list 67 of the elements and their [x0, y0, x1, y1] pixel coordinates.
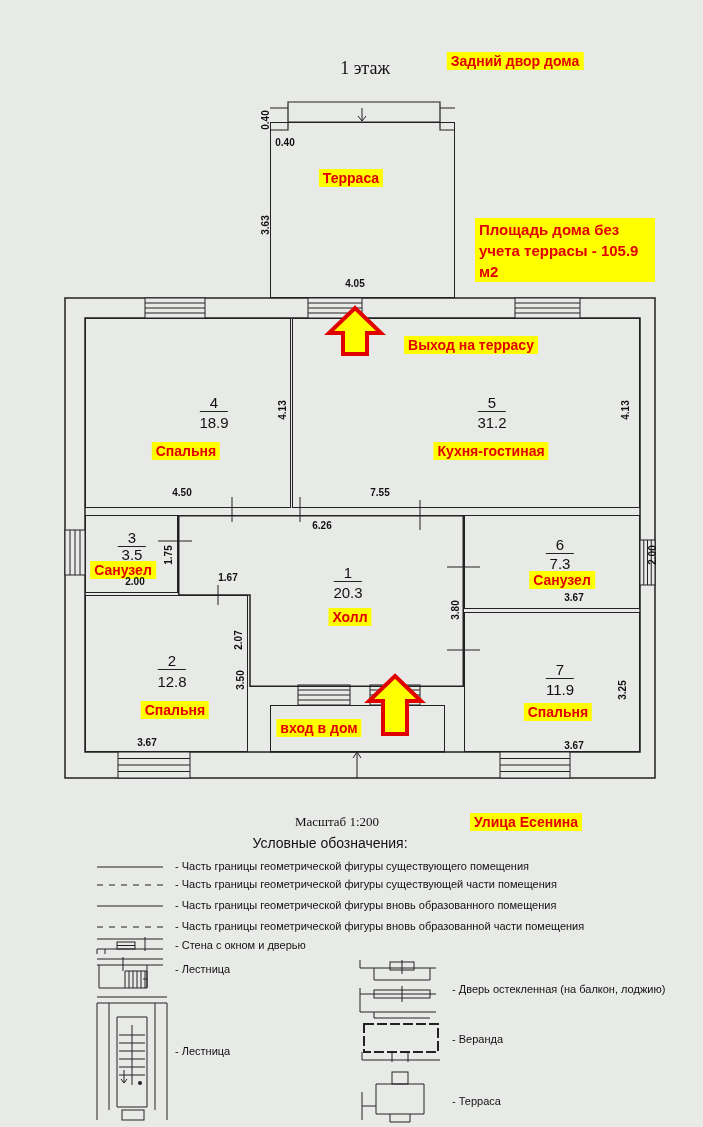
room-number: 6 [545, 536, 575, 554]
dimension-text: 0.40 [259, 110, 271, 130]
block-arrow [326, 304, 384, 358]
legend-text: - Терраса [452, 1095, 501, 1107]
dimension-text: 1.75 [162, 545, 174, 565]
dimension-text: 2.00 [646, 545, 658, 565]
dimension-text: 4.13 [619, 400, 631, 420]
dimension-text: 4.50 [172, 486, 192, 498]
room-name-label: Спальня [151, 442, 221, 460]
room [464, 515, 640, 609]
terrace-area [270, 122, 455, 298]
legend-text: - Часть границы геометрической фигуры вновь образованного помещения [175, 899, 557, 911]
dimension-text: 3.67 [137, 736, 157, 748]
block-arrow [366, 672, 424, 738]
room-name-label: вход в дом [276, 719, 362, 737]
room-name-label: Холл [328, 608, 372, 626]
dimension-text: 3.67 [564, 591, 584, 603]
callout-note: Улица Есенина [470, 813, 582, 831]
scale-text: Масштаб 1:200 [294, 814, 380, 830]
legend-text: - Часть границы геометрической фигуры существующей части помещения [175, 878, 557, 890]
dimension-text: 3.80 [449, 600, 461, 620]
dimension-text: 4.05 [345, 277, 365, 289]
dimension-text: 0.40 [275, 136, 295, 148]
dimension-text: 4.13 [276, 400, 288, 420]
room-name-label: Санузел [529, 571, 595, 589]
room-number: 4 [199, 394, 229, 412]
room-area: 3.5 [121, 545, 143, 563]
legend-heading: Условные обозначения: [252, 835, 408, 851]
dimension-text: 7.55 [370, 486, 390, 498]
legend-text: - Лестница [175, 963, 231, 975]
room-area: 7.3 [549, 554, 571, 572]
room [85, 595, 248, 752]
room-number: 5 [477, 394, 507, 412]
room [464, 612, 640, 752]
room-number: 3 [117, 529, 147, 547]
dimension-text: 1.67 [218, 571, 238, 583]
dimension-text: 2.07 [232, 630, 244, 650]
dimension-text: 3.50 [234, 670, 246, 690]
room-name-label: Спальня [140, 701, 210, 719]
room-name-label: Санузел [90, 561, 156, 579]
dimension-text: 3.63 [259, 215, 271, 235]
dimension-text: 3.67 [564, 739, 584, 751]
floor-title: 1 этаж [340, 57, 390, 79]
room-number: 1 [333, 564, 363, 582]
room-name-label: Терраса [318, 169, 384, 187]
legend-text: - Часть границы геометрической фигуры существующего помещения [175, 860, 529, 872]
room-area: 18.9 [199, 413, 229, 431]
legend-text: - Дверь остекленная (на балкон, лоджию) [452, 983, 666, 995]
legend-text: - Часть границы геометрической фигуры вновь образованной части помещения [175, 920, 585, 932]
legend-text: - Лестница [175, 1045, 231, 1057]
dimension-text: 3.25 [616, 680, 628, 700]
room-number: 2 [157, 652, 187, 670]
legend-text: - Веранда [452, 1033, 504, 1045]
room-area: 11.9 [545, 680, 575, 698]
room-area: 12.8 [157, 672, 187, 690]
room [85, 318, 291, 508]
dimension-text: 6.26 [312, 519, 332, 531]
room-name-label: Кухня-гостиная [433, 442, 549, 460]
legend-text: - Стена с окном и дверью [175, 939, 306, 951]
room-number: 7 [545, 661, 575, 679]
room-name-label: Спальня [523, 703, 593, 721]
room-area: 20.3 [333, 583, 363, 601]
room-area: 31.2 [477, 413, 507, 431]
area-note: Площадь дома без учета террасы - 105.9 м2 [475, 218, 655, 282]
callout-note: Задний двор дома [446, 52, 584, 70]
room [85, 515, 178, 593]
callout-note: Выход на террасу [404, 336, 538, 354]
